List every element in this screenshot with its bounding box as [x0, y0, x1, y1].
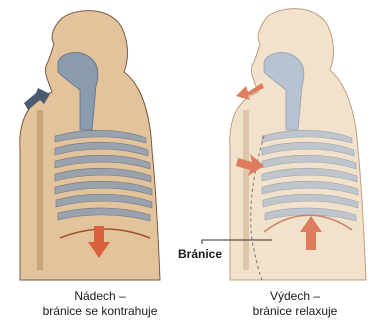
figure-exhalation	[230, 9, 366, 280]
figure-inhalation	[20, 11, 160, 280]
caption-inhalation: Nádech – bránice se kontrahuje	[20, 289, 180, 319]
caption-exhalation-subtitle: bránice relaxuje	[210, 304, 380, 319]
caption-inhalation-subtitle: bránice se kontrahuje	[20, 304, 180, 319]
caption-exhalation-title: Výdech –	[210, 289, 380, 304]
diaphragm-label: Bránice	[178, 247, 222, 261]
caption-inhalation-title: Nádech –	[20, 289, 180, 304]
caption-exhalation: Výdech – bránice relaxuje	[210, 289, 380, 319]
